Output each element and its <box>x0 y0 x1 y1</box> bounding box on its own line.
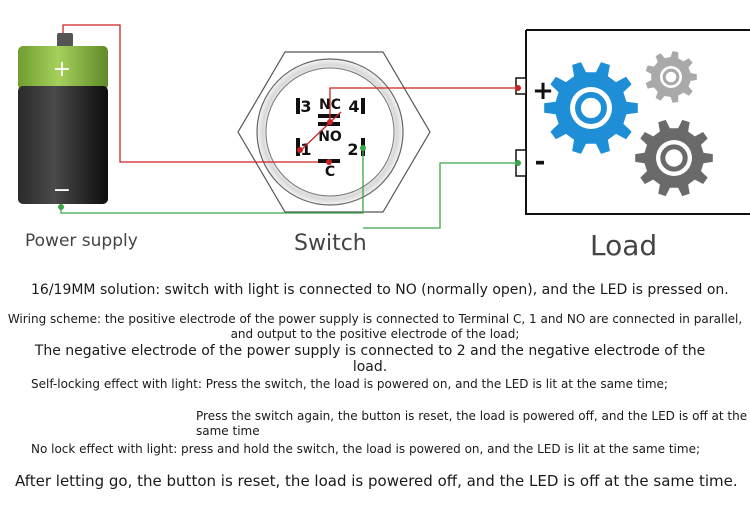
text-line-4: Self-locking effect with light: Press th… <box>31 377 668 391</box>
terminal-1-label: 1 <box>300 140 311 159</box>
junction-terminal-2 <box>360 145 366 151</box>
gear-dark-icon <box>635 119 713 197</box>
load-label: Load <box>590 229 658 262</box>
text-line-3: The negative electrode of the power supp… <box>34 343 706 375</box>
terminal-no-label: NO <box>318 129 342 145</box>
text-line-6: No lock effect with light: press and hol… <box>31 442 701 456</box>
battery-body <box>18 86 108 204</box>
load: + - <box>515 29 750 215</box>
pin-nc <box>318 114 340 118</box>
green-wire-to-load <box>363 162 518 229</box>
red-wire-to-load <box>329 87 518 122</box>
terminal-4-label: 4 <box>348 97 359 116</box>
switch: NC NO C 3 4 1 2 <box>237 51 431 213</box>
junction-terminal-c <box>326 159 332 165</box>
pin-1 <box>296 138 300 156</box>
red-wire-jumper <box>300 111 342 151</box>
wires <box>60 24 518 229</box>
power-supply-label: Power supply <box>25 231 138 251</box>
text-line-7: After letting go, the button is reset, t… <box>15 472 738 490</box>
battery-plus-sign: + <box>53 57 71 82</box>
pin-4 <box>361 98 365 114</box>
battery-terminal-cap <box>57 33 73 47</box>
switch-label: Switch <box>294 231 367 256</box>
junction-load-minus <box>515 160 521 166</box>
battery: + − <box>18 33 108 204</box>
battery-minus-sign: − <box>53 178 71 203</box>
text-line-5: Press the switch again, the button is re… <box>196 409 748 438</box>
gear-inner-ring <box>662 68 680 86</box>
terminal-3-label: 3 <box>300 97 311 116</box>
junction-battery-minus <box>58 204 64 210</box>
gear-blue-icon <box>544 62 638 154</box>
text-line-2: Wiring scheme: the positive electrode of… <box>7 312 743 341</box>
wiring-diagram: + − NC NO C 3 4 1 2 + - <box>18 24 750 229</box>
junction-load-plus <box>515 85 521 91</box>
text-line-1: 16/19MM solution: switch with light is c… <box>31 282 729 298</box>
load-minus-sign: - <box>535 147 546 177</box>
pin-3 <box>296 98 300 114</box>
junction-terminal-1 <box>297 147 303 153</box>
battery-top <box>18 46 108 90</box>
terminal-2-label: 2 <box>347 140 358 159</box>
gear-light-icon <box>645 51 697 103</box>
load-plus-sign: + <box>532 76 554 106</box>
red-wire-positive <box>62 24 318 163</box>
junction-terminal-no <box>327 119 333 125</box>
gear-inner-ring <box>660 144 688 172</box>
gear-inner-ring <box>575 92 607 124</box>
terminal-c-label: C <box>325 164 335 180</box>
wire-junctions <box>58 85 521 210</box>
